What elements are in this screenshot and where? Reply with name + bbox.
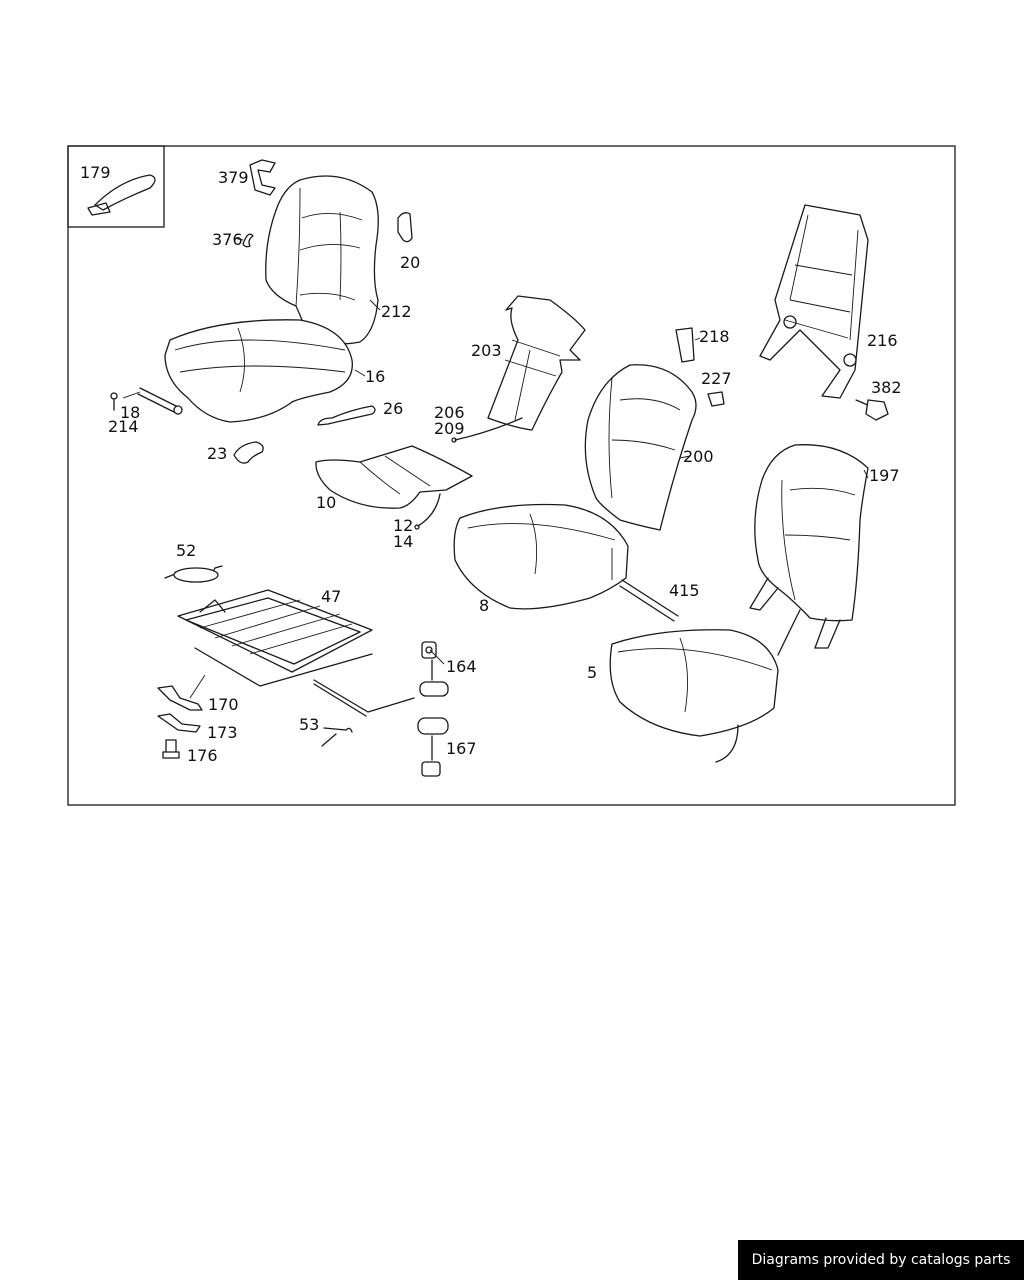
label-209: 209 — [434, 419, 465, 438]
part-labels: 179 379 376 20 212 16 18 214 26 23 203 2… — [80, 163, 902, 765]
part-26-wire[interactable] — [317, 405, 376, 426]
part-227-clip[interactable] — [707, 391, 725, 407]
label-173: 173 — [207, 723, 238, 742]
part-20-latch[interactable] — [397, 212, 413, 243]
label-176: 176 — [187, 746, 218, 765]
label-52: 52 — [176, 541, 196, 560]
part-382-bolt[interactable] — [855, 399, 889, 421]
part-170-lever[interactable] — [157, 685, 203, 711]
part-218-clip[interactable] — [675, 327, 695, 363]
label-379: 379 — [218, 168, 249, 187]
leader-lines — [122, 237, 869, 699]
part-203-backrest-pad[interactable] — [487, 295, 586, 431]
inset-box-179 — [67, 145, 165, 228]
part-47-seat-frame[interactable] — [177, 589, 373, 687]
label-206: 206 — [434, 403, 465, 422]
label-20: 20 — [400, 253, 420, 272]
part-212-backrest[interactable] — [265, 175, 379, 345]
label-179: 179 — [80, 163, 111, 182]
part-200-backrest-cover[interactable] — [584, 364, 697, 531]
footer-credit: Diagrams provided by catalogs parts — [738, 1240, 1024, 1280]
diagram-frame — [67, 145, 956, 806]
part-12-14-wire[interactable] — [414, 493, 441, 530]
label-197: 197 — [869, 466, 900, 485]
part-216-backrest-frame[interactable] — [759, 204, 869, 399]
part-179-cable-tie[interactable] — [87, 174, 156, 216]
label-376: 376 — [212, 230, 243, 249]
label-167: 167 — [446, 739, 477, 758]
part-52-spring[interactable] — [164, 565, 223, 583]
label-218: 218 — [699, 327, 730, 346]
label-8: 8 — [479, 596, 489, 615]
label-18: 18 — [120, 403, 140, 422]
part-164-knob[interactable] — [419, 641, 449, 697]
part-176-screw[interactable] — [162, 739, 180, 759]
part-5-seat-cushion[interactable] — [609, 629, 779, 737]
label-164: 164 — [446, 657, 477, 676]
label-214: 214 — [108, 417, 139, 436]
label-26: 26 — [383, 399, 403, 418]
part-18-214-rods[interactable] — [110, 387, 183, 415]
label-14: 14 — [393, 532, 413, 551]
part-379-bracket[interactable] — [249, 159, 276, 196]
part-376-clip[interactable] — [242, 233, 254, 248]
part-5-wire[interactable] — [715, 724, 739, 763]
label-5: 5 — [587, 663, 597, 682]
label-170: 170 — [208, 695, 239, 714]
label-200: 200 — [683, 447, 714, 466]
part-167-handle[interactable] — [417, 717, 449, 777]
label-415: 415 — [669, 581, 700, 600]
label-382: 382 — [871, 378, 902, 397]
label-23: 23 — [207, 444, 227, 463]
label-203: 203 — [471, 341, 502, 360]
part-164-rod[interactable] — [313, 679, 415, 717]
label-212: 212 — [381, 302, 412, 321]
part-23-clip[interactable] — [233, 441, 264, 464]
part-173-clip[interactable] — [157, 713, 201, 733]
part-53-spring-wire[interactable] — [321, 727, 353, 747]
label-10: 10 — [316, 493, 336, 512]
label-227: 227 — [701, 369, 732, 388]
label-53: 53 — [299, 715, 319, 734]
part-197-backrest-assembly[interactable] — [749, 444, 869, 656]
label-12: 12 — [393, 516, 413, 535]
part-8-seat-cushion[interactable] — [453, 503, 629, 610]
part-415-rod[interactable] — [619, 579, 679, 622]
part-16-seat-cushion[interactable] — [164, 319, 353, 423]
label-47: 47 — [321, 587, 341, 606]
part-10-seat-pad[interactable] — [315, 445, 473, 509]
part-206-209-wire[interactable] — [451, 417, 523, 443]
label-216: 216 — [867, 331, 898, 350]
label-16: 16 — [365, 367, 385, 386]
